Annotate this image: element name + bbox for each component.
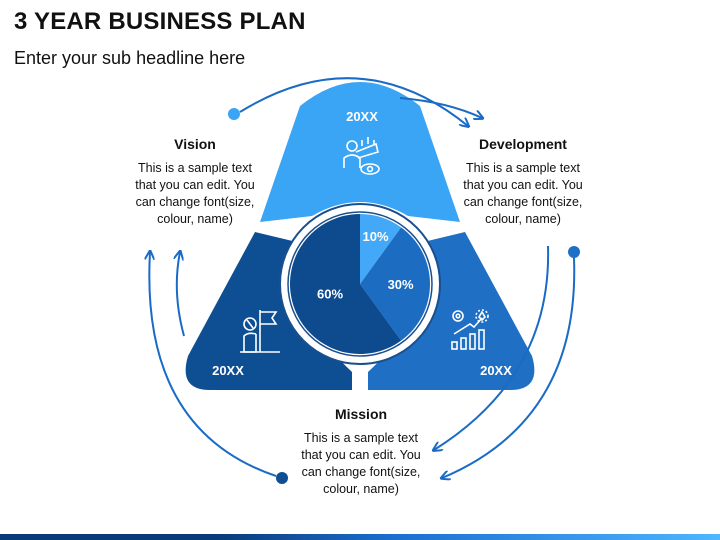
page-title: 3 YEAR BUSINESS PLAN bbox=[14, 8, 306, 35]
segment-right-year: 20XX bbox=[480, 363, 512, 378]
mission-block: Mission This is a sample text that you c… bbox=[286, 406, 436, 498]
pie-slice-label: 10% bbox=[363, 229, 389, 244]
pie-inner-ring bbox=[287, 211, 433, 357]
arrow-mission-to-vision-inner bbox=[177, 252, 185, 337]
development-text-line: that you can edit. You bbox=[463, 178, 583, 192]
mission-text-line: This is a sample text bbox=[304, 431, 418, 445]
vision-text: This is a sample text that you can edit.… bbox=[120, 160, 270, 228]
vision-heading: Vision bbox=[174, 136, 216, 152]
mission-heading: Mission bbox=[334, 406, 388, 422]
development-growth-icon bbox=[451, 309, 489, 350]
segment-left-year: 20XX bbox=[212, 363, 244, 378]
segment-right bbox=[368, 232, 535, 390]
vision-telescope-icon bbox=[343, 137, 380, 175]
mission-text-line: colour, name) bbox=[323, 482, 399, 496]
pie-slice bbox=[360, 227, 431, 341]
vision-arrow-start-dot bbox=[228, 108, 240, 120]
arrow-top-small bbox=[399, 97, 482, 118]
arrow-mission-to-vision-outer bbox=[149, 252, 277, 477]
mission-text-line: that you can edit. You bbox=[301, 448, 421, 462]
development-arrow-start-dot bbox=[568, 246, 580, 258]
arrow-vision-to-development bbox=[239, 77, 468, 126]
vision-text-line: This is a sample text bbox=[138, 161, 252, 175]
vision-block: Vision This is a sample text that you ca… bbox=[120, 136, 270, 228]
development-heading: Development bbox=[479, 136, 567, 152]
development-text: This is a sample text that you can edit.… bbox=[448, 160, 598, 228]
mission-arrow-start-dot bbox=[276, 472, 288, 484]
development-text-line: colour, name) bbox=[485, 212, 561, 226]
arrow-development-to-mission-inner bbox=[434, 245, 550, 450]
segment-left bbox=[185, 232, 352, 390]
mission-text: This is a sample text that you can edit.… bbox=[286, 430, 436, 498]
pie-slice bbox=[289, 214, 402, 354]
development-text-line: can change font(size, bbox=[463, 195, 583, 209]
bottom-accent-bar bbox=[0, 534, 720, 540]
page-subtitle: Enter your sub headline here bbox=[14, 48, 246, 68]
mission-text-line: can change font(size, bbox=[301, 465, 421, 479]
pie-slice bbox=[360, 214, 402, 284]
segment-top bbox=[260, 82, 460, 222]
vision-text-line: can change font(size, bbox=[135, 195, 255, 209]
arrow-development-to-mission-outer bbox=[442, 257, 576, 478]
vision-text-line: that you can edit. You bbox=[135, 178, 255, 192]
vision-text-line: colour, name) bbox=[157, 212, 233, 226]
pie-slice-label: 60% bbox=[317, 287, 343, 302]
mission-flag-icon bbox=[240, 310, 280, 353]
development-block: Development This is a sample text that y… bbox=[448, 136, 598, 228]
segment-top-year: 20XX bbox=[346, 109, 378, 124]
pie-chart: 10% 30% 60% bbox=[289, 214, 431, 354]
pie-slice-label: 30% bbox=[388, 277, 414, 292]
development-text-line: This is a sample text bbox=[466, 161, 580, 175]
